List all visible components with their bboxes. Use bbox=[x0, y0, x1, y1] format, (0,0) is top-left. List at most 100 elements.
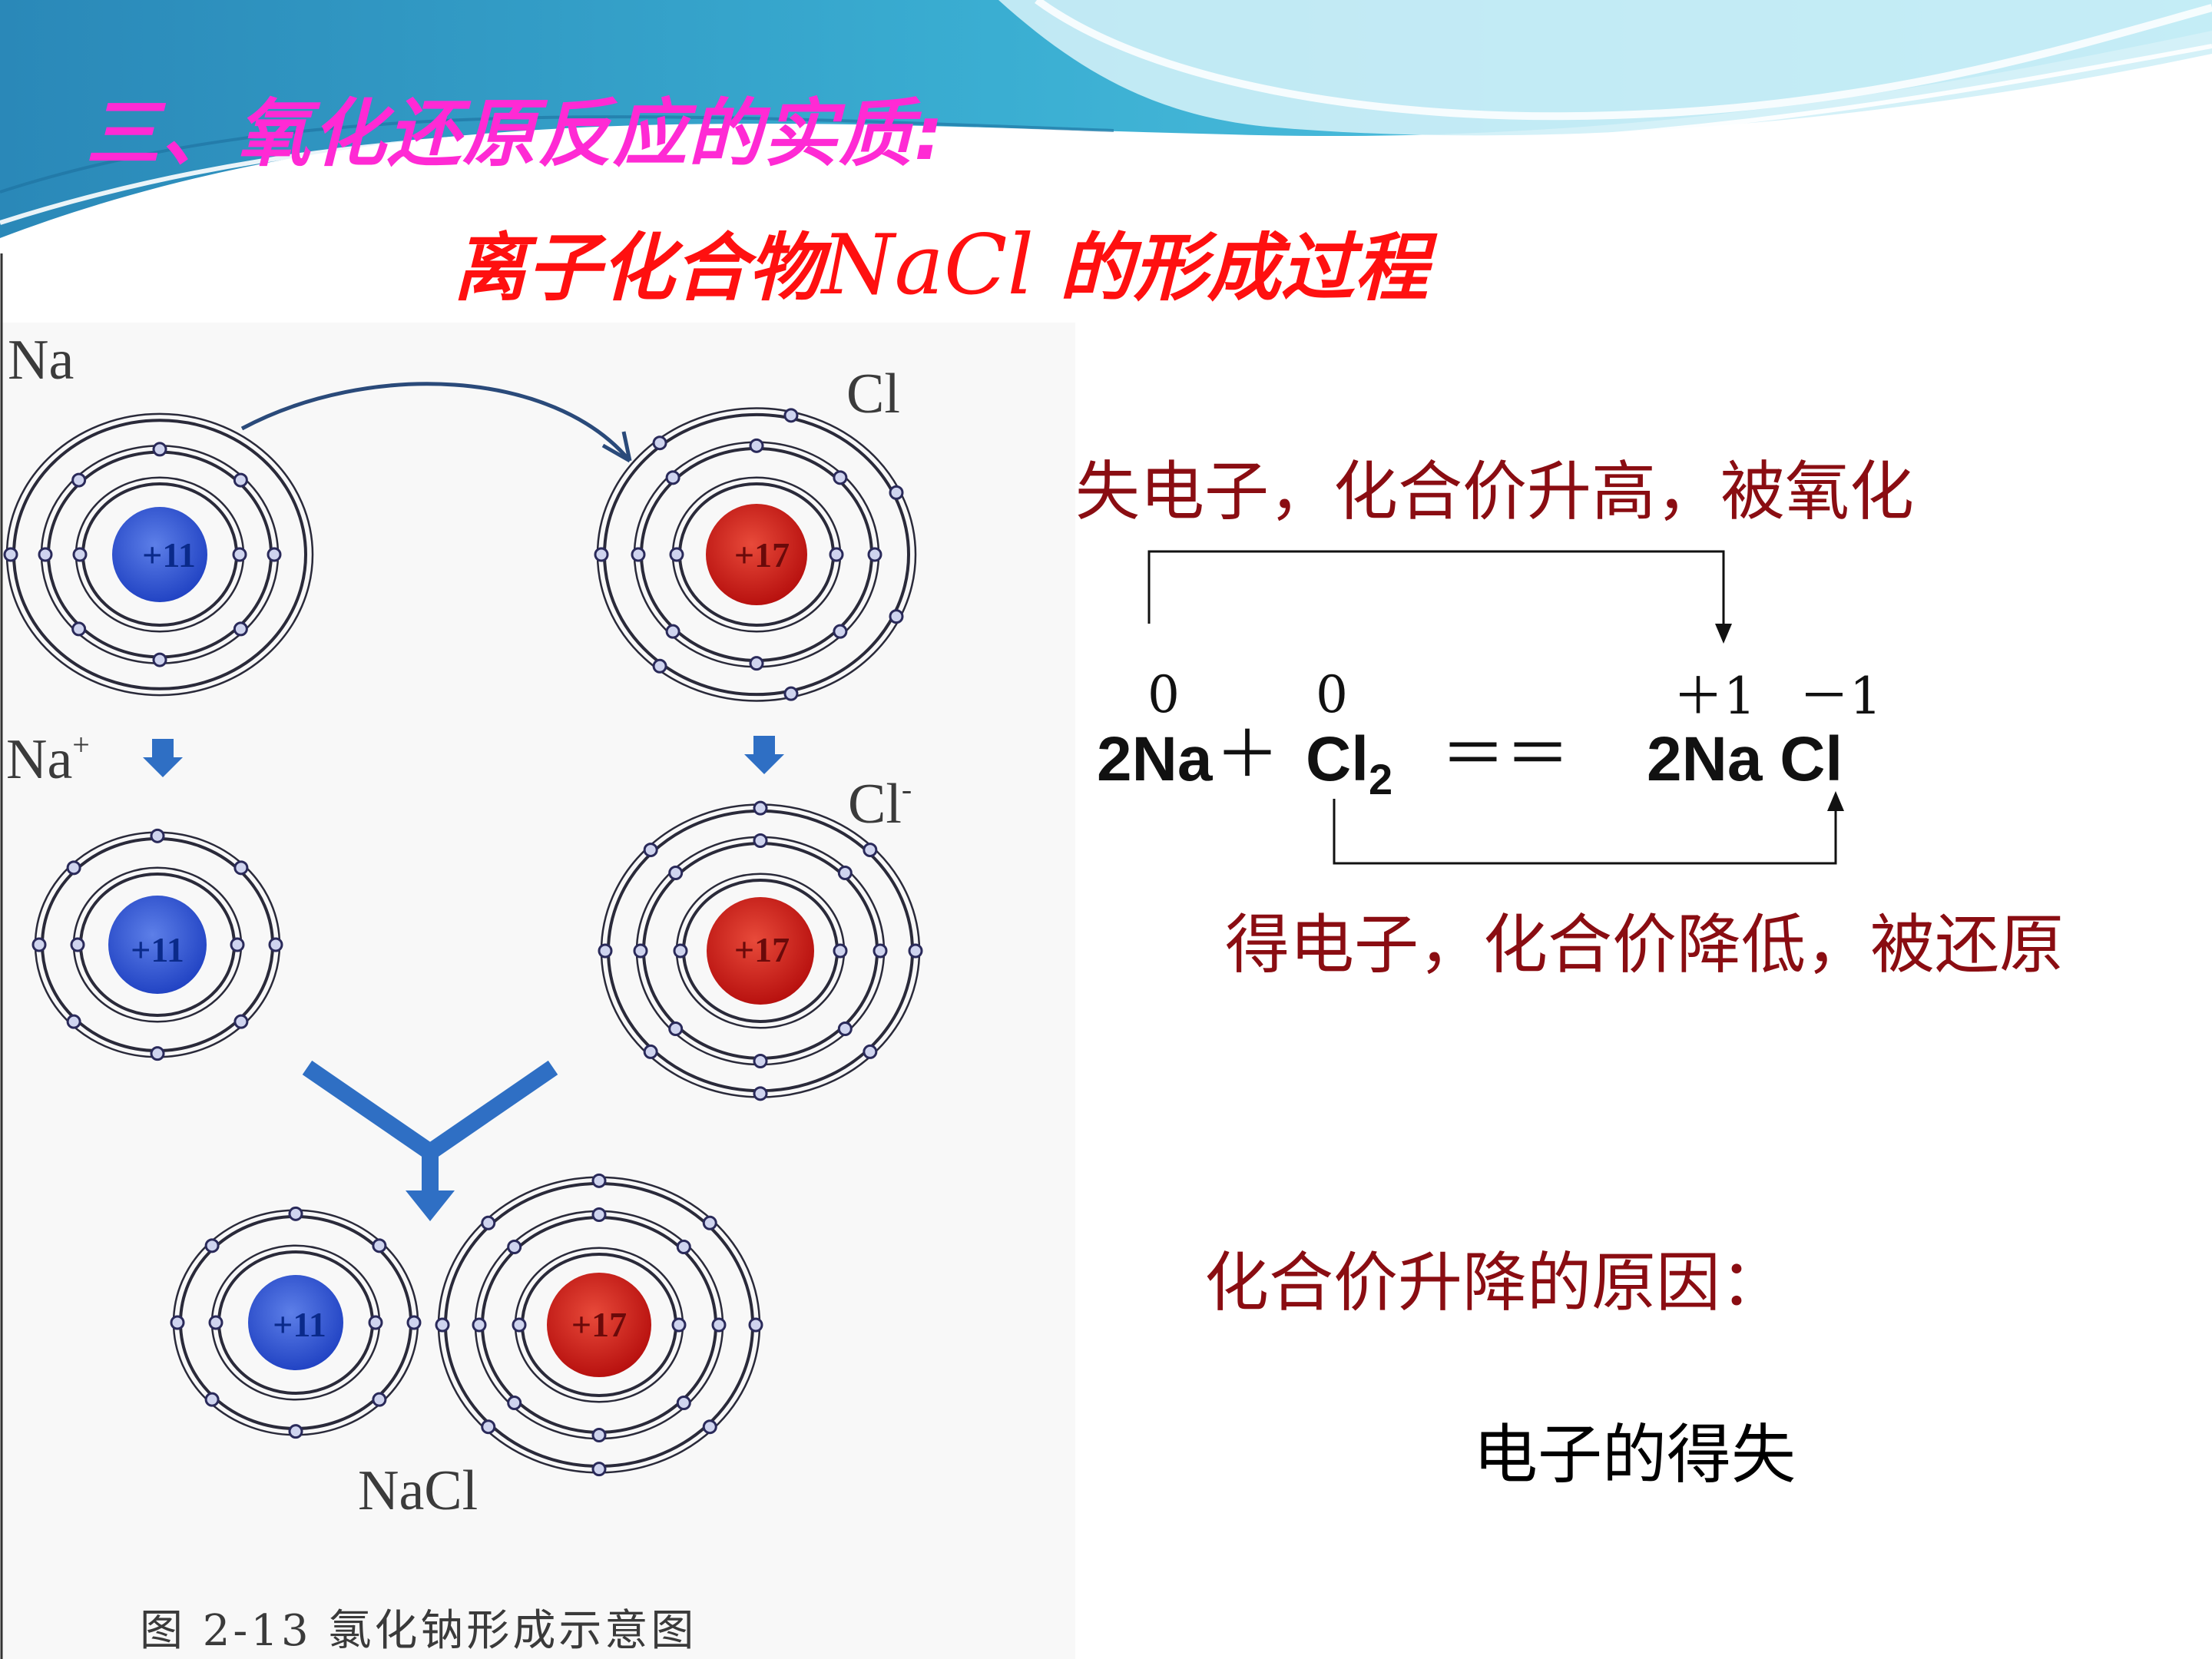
cl-ion-electron bbox=[598, 943, 613, 959]
nacl-na-electron bbox=[288, 1424, 303, 1439]
nacl-cl-electron bbox=[512, 1317, 527, 1333]
slide-title: 三、氧化还原反应的实质: bbox=[86, 91, 945, 177]
cl-atom-electron bbox=[665, 470, 680, 485]
label-na-ion-symbol: Na bbox=[6, 728, 73, 791]
electron-gain-note: 得电子，化合价降低，被还原 bbox=[1225, 907, 2065, 982]
nacl-cl-electron bbox=[748, 1317, 763, 1333]
cl-atom-electron bbox=[749, 656, 764, 671]
na-ion-arrow bbox=[143, 739, 183, 777]
nucleus-label-na-atom: +11 bbox=[142, 535, 196, 575]
na-atom-electron bbox=[38, 547, 53, 562]
cl-ion-electron bbox=[673, 943, 688, 959]
na-atom-electron bbox=[3, 547, 18, 562]
cl-atom-electron bbox=[783, 408, 799, 423]
oxidation-state-cl-product: －1 bbox=[1799, 667, 1882, 726]
cl-atom-electron bbox=[833, 470, 848, 485]
cl-atom-electron bbox=[889, 609, 904, 624]
nacl-cl-electron bbox=[591, 1173, 607, 1188]
na-atom-electron bbox=[152, 652, 167, 667]
nucleus-label-cl-ion: +17 bbox=[733, 930, 790, 969]
na-ion-electron bbox=[31, 937, 47, 952]
na-atom-electron bbox=[232, 547, 247, 562]
cl-atom-electron bbox=[833, 624, 848, 639]
cl-atom-electron bbox=[652, 658, 667, 674]
cl-atom-nucleus bbox=[706, 504, 807, 605]
nacl-cl-electron bbox=[591, 1428, 607, 1443]
cl-ion-electron bbox=[873, 943, 888, 959]
oxidation-state-cl: 0 bbox=[1316, 665, 1348, 724]
nacl-na-electron bbox=[372, 1392, 387, 1407]
subtitle-formula: NaCl bbox=[822, 217, 1035, 313]
gain-bracket bbox=[1333, 799, 1837, 865]
label-nacl: NaCl bbox=[358, 1459, 478, 1522]
merge-arrow-head bbox=[406, 1190, 455, 1221]
na-ion-electron bbox=[268, 937, 283, 952]
electron-transfer-arrow bbox=[240, 382, 631, 462]
figure-caption: 图 2-13 氯化钠形成示意图 bbox=[140, 1606, 697, 1656]
na-ion-electron bbox=[233, 1014, 249, 1029]
nacl-cl-electron bbox=[702, 1419, 717, 1435]
na-atom-electron bbox=[71, 472, 87, 488]
label-cl-ion: Cl- bbox=[848, 774, 912, 833]
cl-ion-electron bbox=[837, 866, 853, 881]
nacl-cl-electron bbox=[507, 1395, 522, 1410]
label-cl-ion-charge: - bbox=[901, 772, 912, 806]
nacl-na-electron bbox=[288, 1206, 303, 1221]
na-ion-electron bbox=[150, 828, 165, 843]
loss-bracket bbox=[1147, 550, 1725, 630]
nacl-cl-electron bbox=[507, 1240, 522, 1255]
label-na-ion: Na+ bbox=[6, 727, 90, 791]
nacl-cl-nucleus bbox=[547, 1273, 651, 1377]
cl-ion-arrow bbox=[744, 736, 784, 774]
nucleus-label-cl-atom: +17 bbox=[733, 535, 790, 575]
nacl-na-electron bbox=[368, 1315, 383, 1330]
na-ion-nucleus bbox=[108, 896, 207, 994]
nacl-na-electron bbox=[204, 1392, 220, 1407]
oxidation-state-na: 0 bbox=[1147, 665, 1180, 724]
header-wave-light bbox=[998, 0, 2212, 136]
subtitle-part-1: 离子化合物 bbox=[453, 225, 822, 311]
slide-subtitle: 离子化合物NaCl 的形成过程 bbox=[453, 224, 1429, 307]
na-atom-nucleus bbox=[112, 507, 207, 602]
nacl-cl-electron bbox=[481, 1215, 496, 1230]
cl-ion-electron bbox=[668, 866, 684, 881]
nacl-na-electron bbox=[372, 1238, 387, 1253]
cl-ion-electron bbox=[643, 1044, 658, 1059]
nacl-cl-electron bbox=[591, 1207, 607, 1222]
nacl-cl-electron bbox=[591, 1462, 607, 1477]
cl-atom-electron bbox=[783, 686, 799, 701]
nacl-cl-electron bbox=[481, 1419, 496, 1435]
na-ion-electron bbox=[70, 937, 85, 952]
na-ion-electron bbox=[150, 1046, 165, 1061]
cl-atom-electron bbox=[665, 624, 680, 639]
cl-atom-electron bbox=[669, 547, 684, 562]
cl-atom-electron bbox=[652, 435, 667, 451]
label-cl-atom: Cl bbox=[846, 363, 900, 426]
equals-sign: ＝＝ bbox=[1441, 717, 1571, 792]
cl-ion-electron bbox=[863, 843, 878, 858]
cl-ion-electron bbox=[833, 943, 848, 959]
cl-atom-electron bbox=[749, 438, 764, 453]
nucleus-label-nacl-na: +11 bbox=[273, 1305, 326, 1344]
electron-loss-note: 失电子，化合价升高，被氧化 bbox=[1075, 454, 1915, 529]
oxidation-state-na-product: ＋1 bbox=[1673, 667, 1756, 726]
na-atom-electron bbox=[71, 621, 87, 637]
label-na-atom: Na bbox=[8, 329, 75, 392]
cl-ion-electron bbox=[643, 843, 658, 858]
plus-sign: ＋ bbox=[1215, 717, 1280, 792]
product-sodium-chloride: 2Na Cl bbox=[1647, 724, 1843, 794]
nacl-na-electron bbox=[208, 1315, 224, 1330]
cl-ion-electron bbox=[633, 943, 648, 959]
cl-ion-nucleus bbox=[707, 897, 814, 1005]
cl-atom-electron bbox=[829, 547, 844, 562]
cl-atom-electron bbox=[867, 547, 882, 562]
nacl-na-electron bbox=[406, 1315, 422, 1330]
nucleus-label-na-ion: +11 bbox=[131, 930, 184, 969]
reason-answer: 电子的得失 bbox=[1473, 1417, 1796, 1492]
nacl-na-electron bbox=[204, 1238, 220, 1253]
nacl-cl-electron bbox=[472, 1317, 487, 1333]
label-na-ion-charge: + bbox=[72, 727, 90, 762]
reactant-chlorine: Cl2 bbox=[1306, 728, 1392, 801]
label-cl-ion-symbol: Cl bbox=[848, 773, 902, 836]
na-ion-electron bbox=[230, 937, 245, 952]
